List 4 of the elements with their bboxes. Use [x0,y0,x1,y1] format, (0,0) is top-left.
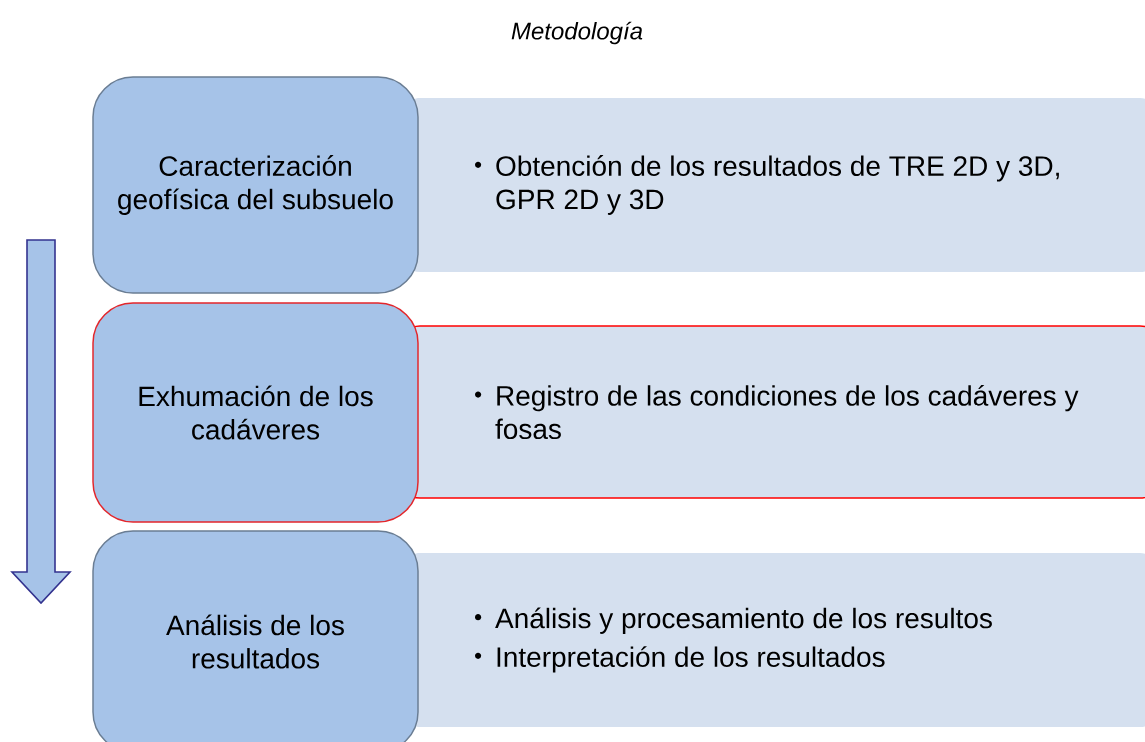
step-box: Exhumación de los cadáveres [92,302,419,523]
step-box: Análisis de los resultados [92,530,419,742]
title: Metodología [511,21,643,45]
step-box: Caracterización geofísica del subsuelo [92,76,419,294]
